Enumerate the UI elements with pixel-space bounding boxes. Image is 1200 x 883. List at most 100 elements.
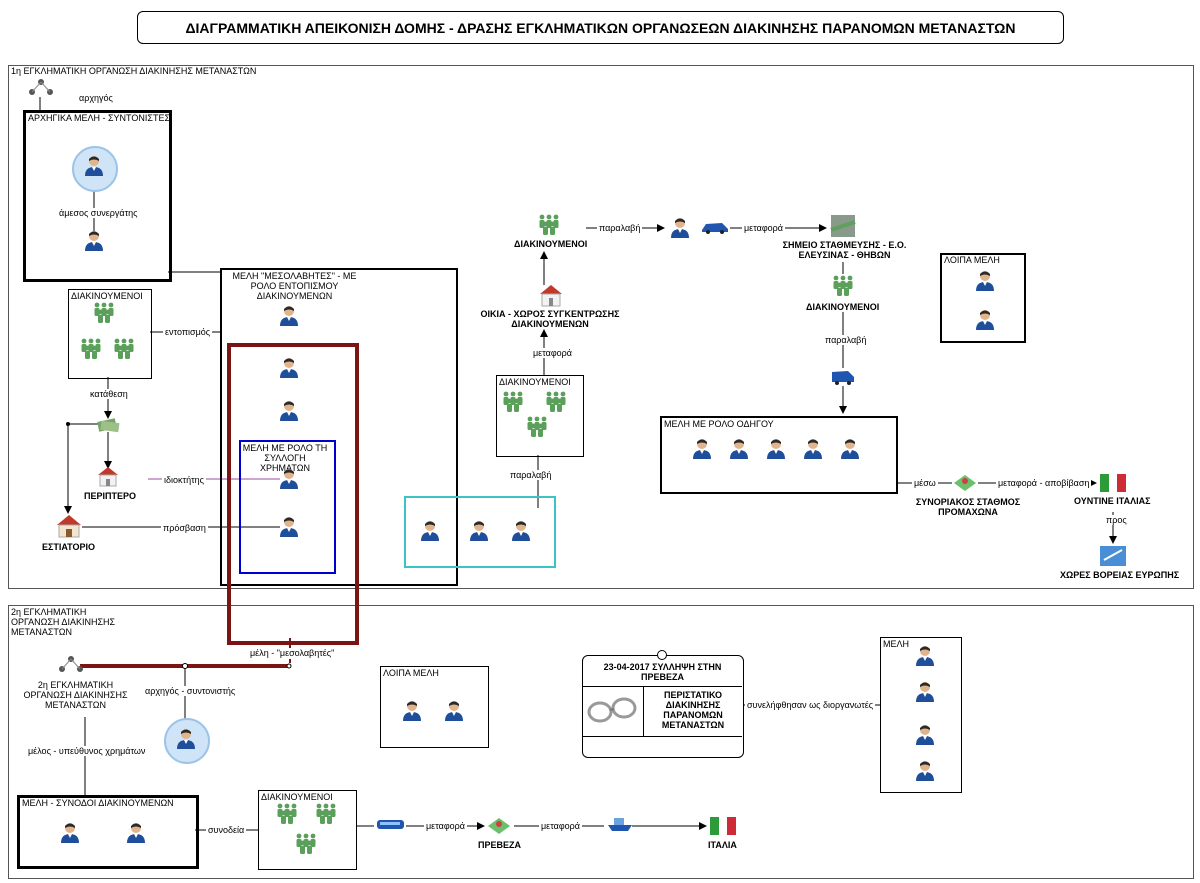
edge-leader-coordinator: αρχηγός - συντονιστής: [143, 686, 238, 696]
incident-label: ΠΕΡΙΣΤΑΤΙΚΟ ΔΙΑΚΙΝΗΣΗΣ ΠΑΡΑΝΟΜΩΝ ΜΕΤΑΝΑΣ…: [661, 690, 725, 730]
other-members-org2-box: [380, 666, 489, 748]
org2-node-label: 2η ΕΓΚΛΗΜΑΤΙΚΗ ΟΡΓΑΝΩΣΗ ΔΙΑΚΙΝΗΣΗΣ ΜΕΤΑΝ…: [23, 680, 128, 710]
member-person-icon: [403, 701, 421, 721]
edge-access: πρόσβαση: [161, 523, 208, 533]
driver-person-icon: [730, 439, 748, 459]
incident-card-divider: [582, 736, 742, 737]
other-members-box: [940, 253, 1026, 343]
migrant-group-icon: [526, 416, 550, 438]
migrants-top-label: ΔΙΑΚΙΝΟΥΜΕΝΟΙ: [514, 239, 588, 249]
ship-icon: [608, 818, 632, 831]
middlemen-shared-box: [227, 343, 359, 645]
edge-transport-org2: μεταφορά: [424, 821, 467, 831]
member-person-icon: [445, 701, 463, 721]
associate-person-icon: [85, 231, 103, 251]
member-person-icon: [916, 682, 934, 702]
italy-flag-icon: [1100, 474, 1126, 492]
border-map-icon: [954, 475, 976, 491]
org-network-icon: [59, 656, 83, 672]
kiosk-building-icon: [98, 467, 118, 487]
migrants-mid-label: ΔΙΑΚΙΝΟΥΜΕΝΟΙ: [499, 377, 571, 387]
migrant-group-icon: [80, 338, 104, 360]
edge-owner: ιδιοκτήτης: [162, 475, 206, 485]
other-members-org2-label: ΛΟΙΠΑ ΜΕΛΗ: [383, 668, 439, 678]
migrant-group-icon: [113, 338, 137, 360]
org1-label: 1η ΕΓΚΛΗΜΑΤΙΚΗ ΟΡΓΑΝΩΣΗ ΔΙΑΚΙΝΗΣΗΣ ΜΕΤΑΝ…: [11, 66, 257, 76]
edge-to: προς: [1104, 515, 1129, 525]
org2-container: [8, 605, 1194, 879]
member-person-icon: [976, 271, 994, 291]
middleman-person-icon: [280, 401, 298, 421]
edge-deposit: κατάθεση: [88, 389, 130, 399]
edge-associate: άμεσος συνεργάτης: [57, 208, 140, 218]
escorts-box: [17, 795, 199, 869]
edge-transport: μεταφορά: [531, 348, 574, 358]
edge-receive: παραλαβή: [508, 470, 554, 480]
drivers-box: [660, 416, 898, 494]
leader-person-icon: [85, 156, 103, 176]
migrants-org2-box: [258, 790, 357, 870]
edge-transport-2: μεταφορά: [742, 223, 785, 233]
migrants-left-label: ΔΙΑΚΙΝΟΥΜΕΝΟΙ: [71, 291, 143, 301]
incident-card-divider: [643, 686, 644, 736]
north-europe-label: ΧΩΡΕΣ ΒΟΡΕΙΑΣ ΕΥΡΩΠΗΣ: [1060, 570, 1180, 580]
europe-map-icon: [1100, 546, 1126, 566]
edge-leader: αρχηγός: [77, 93, 115, 103]
middlemen-box: [220, 268, 458, 586]
migrant-group-icon: [295, 833, 319, 855]
escort-person-icon: [61, 823, 79, 843]
edge-via: μέσω: [912, 478, 938, 488]
van-icon: [832, 371, 854, 385]
edge-transport-org2-2: μεταφορά: [539, 821, 582, 831]
driver-person-icon: [841, 439, 859, 459]
other-members-label: ΛΟΙΠΑ ΜΕΛΗ: [944, 255, 1000, 265]
migrants-left-box: [68, 289, 152, 379]
italy-label: ΙΤΑΛΙΑ: [708, 840, 737, 850]
migrant-group-icon: [545, 391, 569, 413]
coordinators-label: ΑΡΧΗΓΙΚΑ ΜΕΛΗ - ΣΥΝΤΟΝΙΣΤΕΣ: [28, 113, 171, 123]
migrants-org2-label: ΔΙΑΚΙΝΟΥΜΕΝΟΙ: [261, 792, 333, 802]
org1-container: [8, 65, 1194, 589]
car-icon: [702, 223, 728, 234]
italy-flag-icon: [710, 817, 736, 835]
member-person-icon: [916, 725, 934, 745]
edge-escort: συνοδεία: [206, 825, 247, 835]
driver-person-icon: [767, 439, 785, 459]
coordinators-box: [23, 110, 172, 282]
receiver-person-icon: [470, 521, 488, 541]
page-title: ΔΙΑΓΡΑΜΜΑΤΙΚΗ ΑΠΕΙΚΟΝΙΣΗ ΔΟΜΗΣ - ΔΡΑΣΗΣ …: [137, 11, 1064, 44]
italy-ship-label: ΟΥΝΤΙΝΕ ΙΤΑΛΙΑΣ: [1074, 496, 1151, 506]
edge-middlemen: μέλη - "μεσολαβητές": [248, 648, 337, 658]
migrant-group-icon: [276, 803, 300, 825]
edge-locate: εντοπισμός: [163, 327, 213, 337]
restaurant-building-icon: [57, 515, 81, 538]
money-collectors-label: ΜΕΛΗ ΜΕ ΡΟΛΟ ΤΗ ΣΥΛΛΟΓΗ ΧΡΗΜΑΤΩΝ: [242, 443, 328, 473]
preveza-map-icon: [488, 818, 510, 834]
receivers-box: [404, 496, 556, 568]
migrant-group-icon: [502, 391, 526, 413]
incident-card-divider: [582, 686, 742, 687]
members-org2-box: [880, 637, 962, 793]
member-person-icon: [916, 761, 934, 781]
edge-money-member: μέλος - υπεύθυνος χρημάτων: [26, 746, 148, 756]
money-icon: [97, 418, 120, 433]
driver-person-icon: [693, 439, 711, 459]
money-collectors-box: [239, 440, 336, 574]
receiver-person-icon: [512, 521, 530, 541]
org-network-icon: [29, 79, 53, 95]
preveza-label: ΠΡΕΒΕΖΑ: [478, 840, 522, 850]
migrant-group-icon: [315, 803, 339, 825]
edge-arrested: συνελήφθησαν ως διοργανωτές: [745, 700, 876, 710]
migrant-group-icon: [93, 302, 117, 324]
middleman-person-icon: [280, 306, 298, 326]
migrant-group-icon: [832, 275, 856, 297]
arrest-date-label: 23-04-2017 ΣΥΛΛΗΨΗ ΣΤΗΝ ΠΡΕΒΕΖΑ: [603, 662, 722, 682]
member-person-icon: [976, 310, 994, 330]
members-org2-label: ΜΕΛΗ: [883, 639, 910, 649]
parking-map-icon: [830, 215, 856, 237]
escorts-label: ΜΕΛΗ - ΣΥΝΟΔΟΙ ΔΙΑΚΙΝΟΥΜΕΝΩΝ: [22, 798, 174, 808]
collector-person-icon: [280, 517, 298, 537]
receiver-person-icon: [421, 521, 439, 541]
bus-icon: [377, 820, 404, 829]
